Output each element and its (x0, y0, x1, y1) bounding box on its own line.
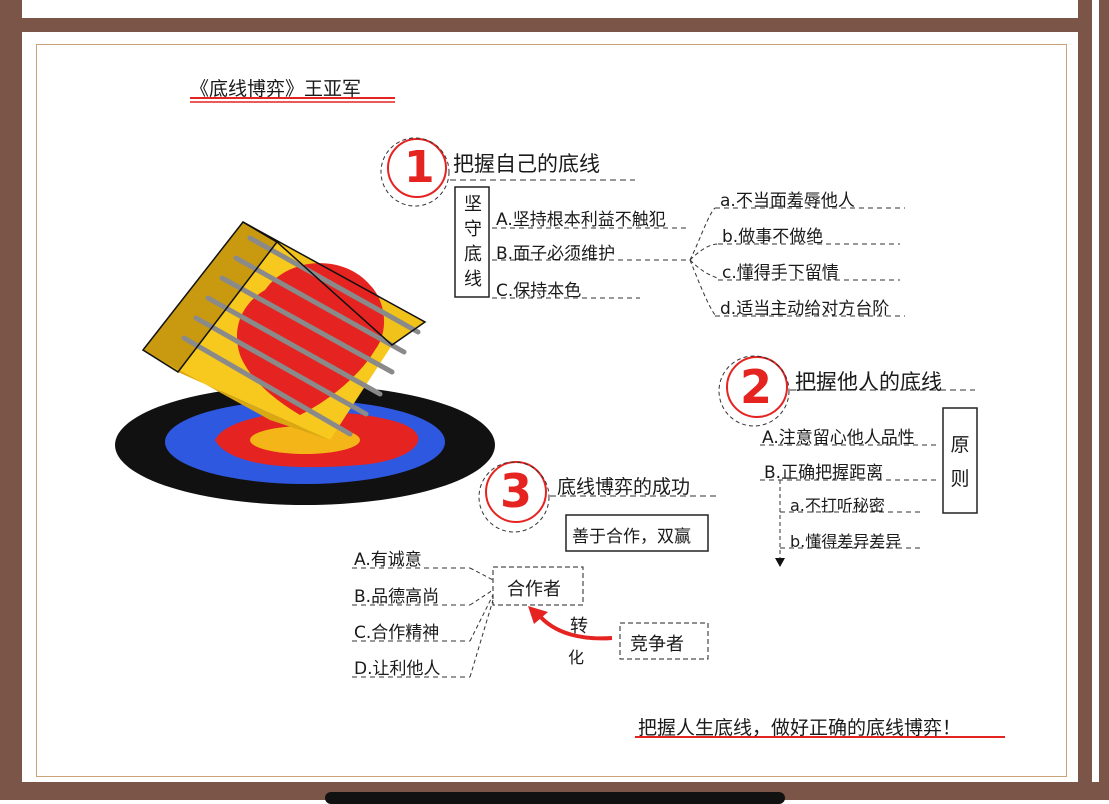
frame-bottom (0, 782, 1109, 800)
frame-right (1078, 0, 1092, 800)
section3-number: 3 (500, 464, 533, 518)
section2-badge (718, 355, 790, 427)
section3-badge (478, 461, 550, 533)
footer-slogan: 把握人生底线，做好正确的底线博弈！ (638, 717, 962, 739)
section2-number: 2 (740, 360, 773, 414)
section3-item-c: C.合作精神 (354, 623, 440, 643)
top-strip (22, 0, 1078, 18)
section1-item-a: A.坚持根本利益不触犯 (496, 210, 666, 230)
section2-item-a: A.注意留心他人品性 (762, 428, 915, 448)
section2-sub-b: b.懂得差异差异 (790, 532, 902, 551)
section2-sub-a: a.不打听秘密 (790, 496, 885, 515)
section1-sub-d: d.适当主动给对方台阶 (720, 299, 890, 319)
frame-left (0, 0, 22, 800)
section3-item-b: B.品德高尚 (354, 587, 440, 607)
section1-box-label: 坚守底线 (464, 194, 482, 290)
caged-heart-illustration (141, 221, 427, 440)
section1-number: 1 (404, 142, 435, 193)
section1-badge (380, 137, 450, 207)
section3-box-text: 善于合作，双赢 (572, 527, 691, 547)
section3-heading: 底线博弈的成功 (557, 476, 691, 498)
transform-char-2: 化 (568, 648, 585, 667)
section1-heading: 把握自己的底线 (453, 152, 600, 176)
target-illustration (115, 385, 495, 505)
page-title: 《底线博弈》王亚军 (190, 78, 362, 100)
cooperator-label: 合作者 (507, 579, 561, 600)
inner-border (36, 44, 1067, 777)
section2-box-label: 原则 (950, 434, 970, 490)
section2-heading: 把握他人的底线 (795, 370, 942, 394)
section3-item-a: A.有诚意 (354, 550, 422, 570)
frame-top (0, 18, 1109, 32)
section1-item-b: B.面子必须维护 (496, 244, 616, 264)
section1-sub-a: a.不当面羞辱他人 (720, 191, 855, 211)
competitor-label: 竞争者 (630, 634, 684, 655)
frame-right-outer (1099, 0, 1109, 800)
section2-item-b: B.正确把握距离 (764, 463, 884, 483)
section1-sub-b: b.做事不做绝 (722, 227, 824, 247)
section1-item-c: C.保持本色 (496, 281, 582, 301)
section3-item-d: D.让利他人 (354, 659, 441, 679)
transform-char-1: 转 (570, 616, 588, 637)
section1-sub-c: c.懂得手下留情 (722, 263, 839, 283)
